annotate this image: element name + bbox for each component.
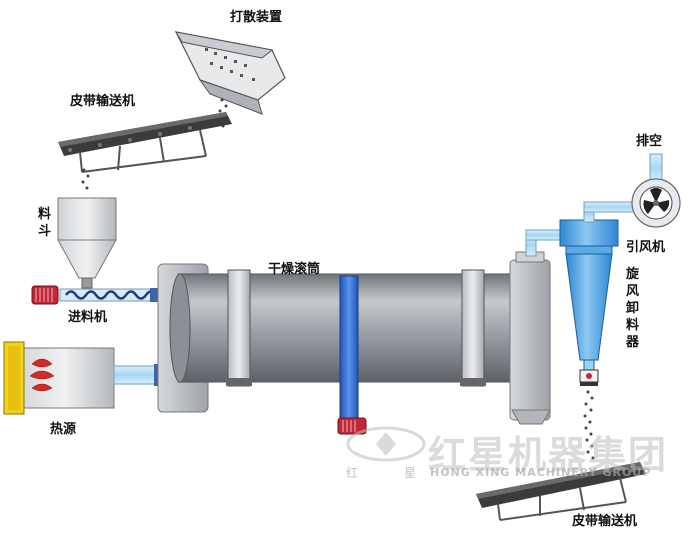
watermark-brand-en: HONG XING MACHINERY GROUP	[430, 466, 652, 479]
screw-feeder	[31, 285, 161, 305]
label-belt-conveyor-top: 皮带输送机	[70, 94, 136, 109]
fan-pipe	[583, 201, 635, 223]
label-induced-fan: 引风机	[626, 240, 666, 255]
induced-draft-fan	[631, 153, 681, 228]
label-hopper: 料斗	[38, 207, 52, 239]
label-feeder: 进料机	[68, 310, 108, 325]
riding-ring-left	[226, 269, 252, 387]
watermark-small-right: 星	[404, 466, 417, 480]
label-cyclone: 旋风卸料器	[626, 267, 640, 350]
belt-conveyor-bottom	[476, 462, 646, 521]
cyclone-separator	[559, 219, 619, 386]
fan-icon	[643, 188, 670, 214]
label-heat-source: 热源	[50, 422, 77, 437]
label-scatter-device: 打散装置	[230, 10, 283, 25]
watermark-small-left: 红	[346, 466, 359, 480]
label-drying-drum: 干燥滚筒	[268, 262, 321, 277]
riding-ring-right	[460, 269, 486, 387]
belt-conveyor-top	[58, 112, 232, 173]
hopper	[57, 197, 117, 289]
heat-source	[3, 341, 161, 415]
watermark-logo	[346, 426, 426, 462]
label-exhaust: 排空	[636, 134, 663, 149]
drive-gear-column	[337, 275, 367, 435]
label-belt-conveyor-bottom: 皮带输送机	[572, 514, 638, 529]
falling-material-hopper	[81, 168, 90, 190]
scatter-device	[174, 31, 286, 115]
drum-outlet-hood	[509, 251, 551, 425]
watermark-brand: 红星机器集团	[428, 433, 669, 477]
falling-material-bottom	[583, 390, 595, 460]
